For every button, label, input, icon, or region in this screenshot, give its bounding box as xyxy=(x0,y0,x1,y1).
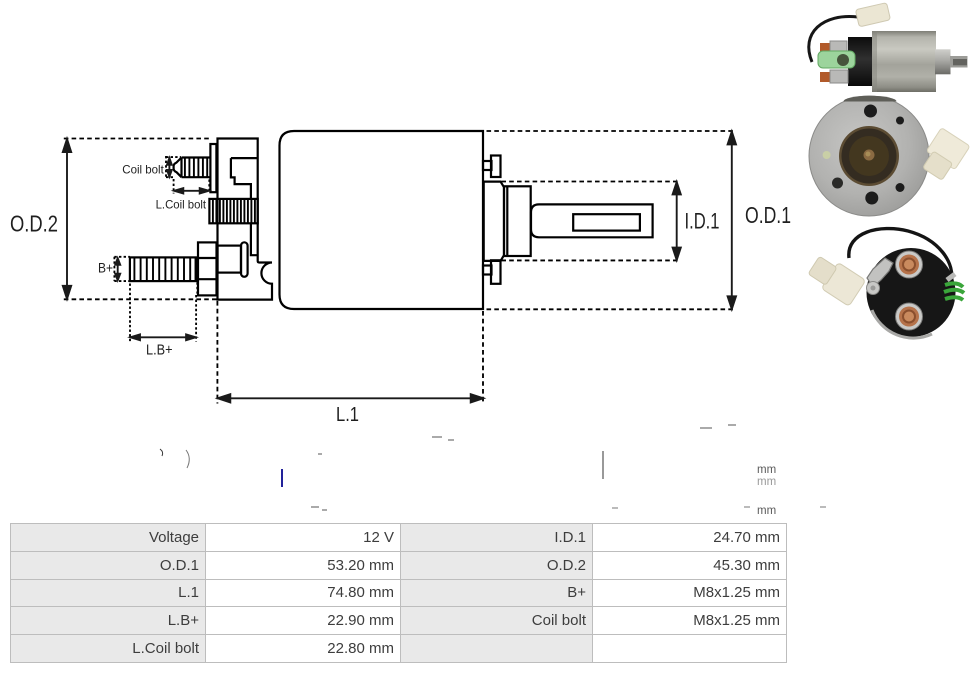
svg-text:B+: B+ xyxy=(98,260,113,276)
svg-text:mm: mm xyxy=(757,464,776,476)
svg-text:O.D.2: O.D.2 xyxy=(10,211,58,237)
svg-text:L.Coil bolt: L.Coil bolt xyxy=(156,198,207,212)
svg-text:O.D.1: O.D.1 xyxy=(745,202,791,228)
svg-text:Coil bolt: Coil bolt xyxy=(122,163,164,177)
svg-text:mm: mm xyxy=(757,476,776,488)
svg-text:mm: mm xyxy=(757,505,776,517)
svg-text:L.1: L.1 xyxy=(336,404,359,426)
svg-text:I.D.1: I.D.1 xyxy=(685,209,720,234)
svg-text:L.B+: L.B+ xyxy=(146,342,173,359)
